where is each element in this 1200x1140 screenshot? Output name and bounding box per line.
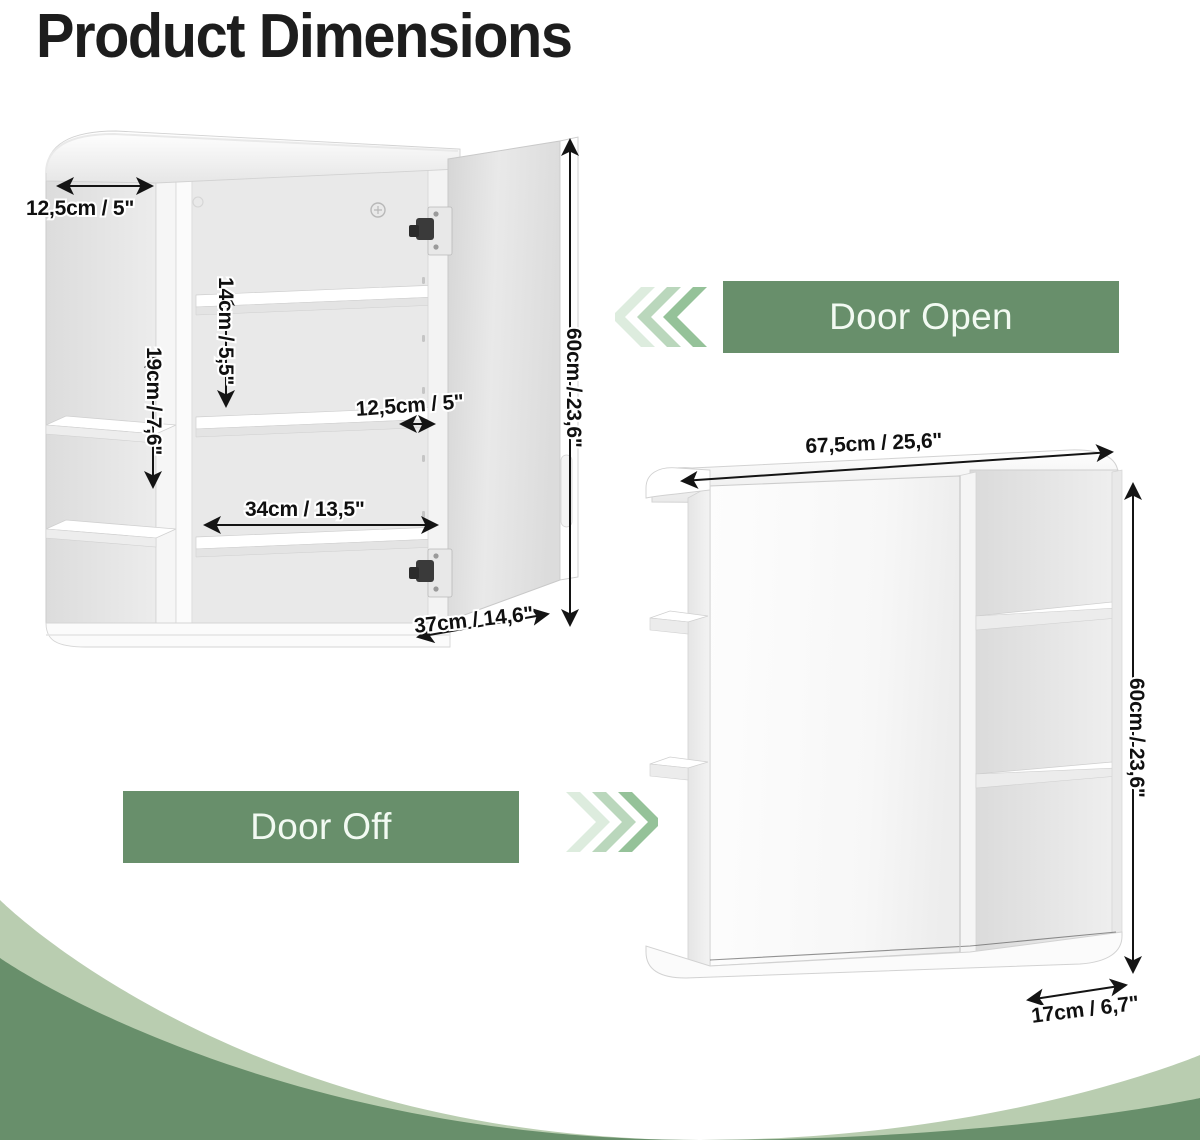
- dimension-label-cabinet-height-off: 60cm / 23,6": [1123, 676, 1150, 800]
- banner-door-open: Door Open: [723, 281, 1119, 353]
- arc-dark: [0, 958, 1200, 1140]
- arc-light: [0, 900, 1200, 1140]
- banner-door-open-label: Door Open: [829, 296, 1013, 337]
- chevron-right-icon-group: [566, 792, 658, 852]
- hinge-upper: [409, 206, 453, 256]
- dimension-label-side-shelf-gap: 19cm / 7,6": [140, 345, 167, 457]
- dimension-label-shelf-gap-top: 14cm / 5,5": [212, 275, 239, 387]
- banner-door-off-label: Door Off: [250, 806, 392, 847]
- dimension-label-cabinet-height-open: 60cm / 23,6": [560, 326, 587, 450]
- page-title: Product Dimensions: [36, 2, 573, 71]
- dimension-label-side-shelf-depth: 12,5cm / 5": [24, 195, 136, 222]
- chevron-left-icon-group: [615, 287, 707, 347]
- bottom-decorative-arcs: [0, 900, 1200, 1140]
- banner-door-off: Door Off: [123, 791, 519, 863]
- dimension-label-inner-shelf-width: 34cm / 13,5": [243, 496, 367, 523]
- hinge-lower: [409, 548, 453, 598]
